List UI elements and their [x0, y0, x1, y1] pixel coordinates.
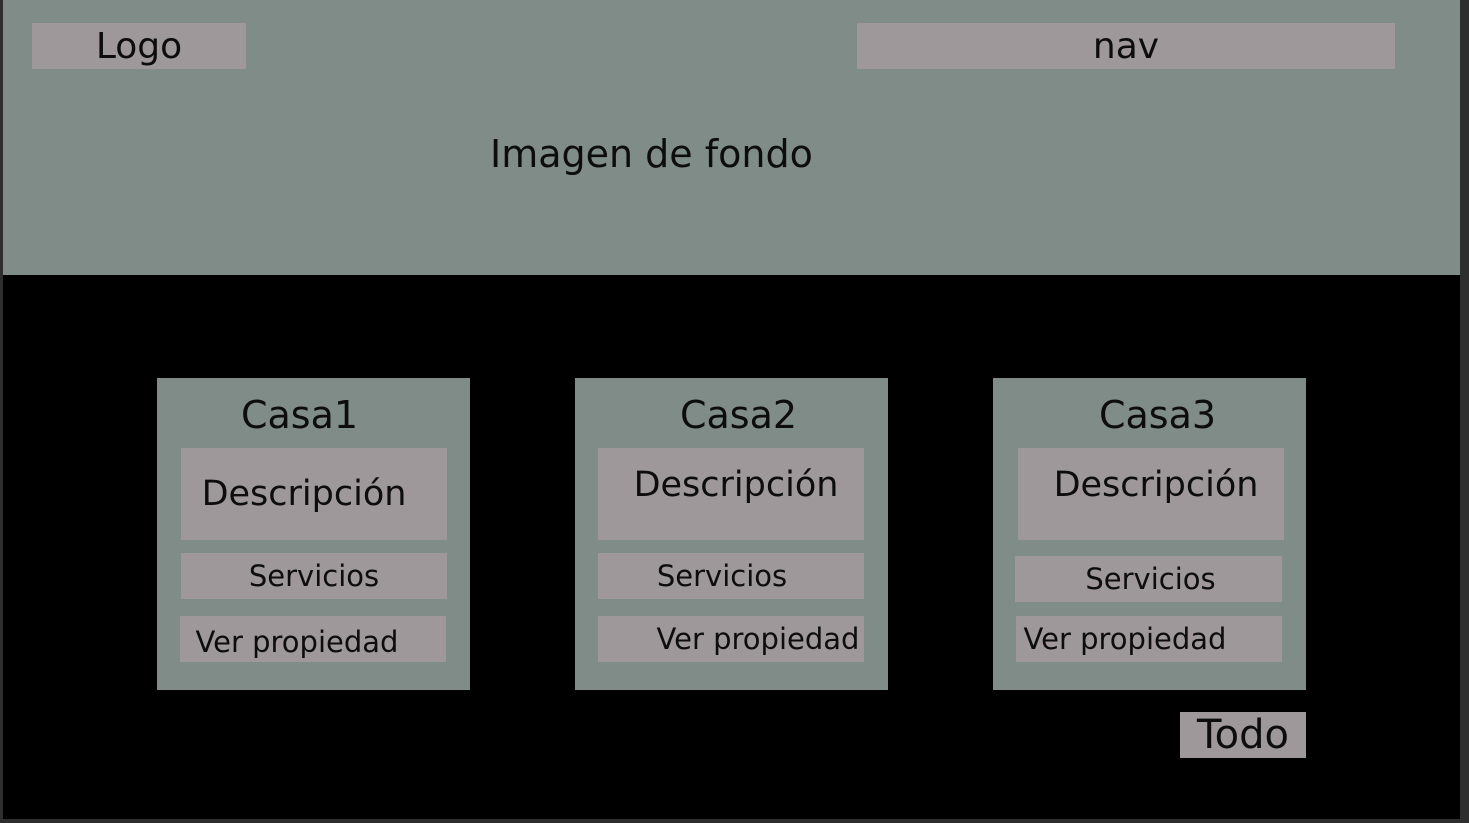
logo[interactable]: Logo — [32, 23, 246, 69]
card-services-label-1: Servicios — [248, 559, 380, 593]
card-title-1: Casa1 — [240, 393, 359, 437]
nav-label: nav — [1092, 25, 1160, 67]
card-services-3[interactable]: Servicios — [1015, 556, 1282, 602]
card-description-label-1: Descripción — [201, 474, 407, 514]
card-services-label-2: Servicios — [656, 559, 788, 593]
card-services-1[interactable]: Servicios — [181, 553, 447, 599]
card-title-3: Casa3 — [1098, 393, 1217, 437]
card-description-1: Descripción — [181, 448, 447, 540]
card-services-2[interactable]: Servicios — [598, 553, 864, 599]
view-property-label-2: Ver propiedad — [656, 622, 860, 656]
view-property-button-3[interactable]: Ver propiedad — [1016, 616, 1282, 662]
card-services-label-3: Servicios — [1085, 562, 1216, 596]
view-property-button-2[interactable]: Ver propiedad — [598, 616, 864, 662]
view-all-label: Todo — [1197, 712, 1289, 758]
view-property-button-1[interactable]: Ver propiedad — [180, 616, 446, 662]
logo-label: Logo — [95, 25, 183, 67]
card-description-3: Descripción — [1018, 448, 1284, 540]
card-description-label-2: Descripción — [633, 465, 839, 505]
card-description-2: Descripción — [598, 448, 864, 540]
view-property-label-1: Ver propiedad — [195, 625, 399, 659]
card-title-2: Casa2 — [679, 393, 798, 437]
card-description-label-3: Descripción — [1053, 465, 1259, 505]
nav-bar[interactable]: nav — [857, 23, 1395, 69]
hero-background-label: Imagen de fondo — [490, 132, 813, 176]
view-property-label-3: Ver propiedad — [1023, 622, 1227, 656]
view-all-button[interactable]: Todo — [1180, 712, 1306, 758]
